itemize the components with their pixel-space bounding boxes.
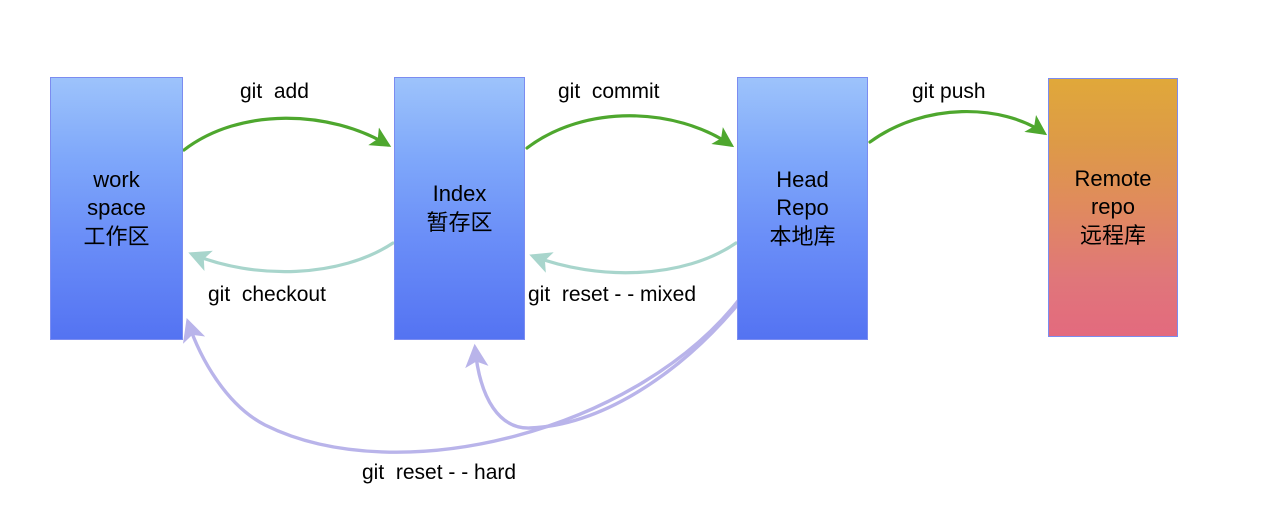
edge-git-add-path — [182, 116, 392, 152]
node-head-repo-line-2: Repo — [776, 195, 829, 221]
edge-git-commit-path — [525, 114, 735, 150]
edge-label-git-push: git push — [912, 80, 986, 103]
node-head-repo-line-1: Head — [776, 167, 829, 193]
node-head-repo-line-3: 本地库 — [769, 223, 836, 249]
node-remote-repo-line-2: repo — [1090, 194, 1136, 220]
node-remote-repo[interactable]: Remote repo 远程库 — [1048, 78, 1178, 337]
node-workspace-line-1: work — [93, 167, 140, 193]
edge-git-push-path — [868, 109, 1048, 144]
node-workspace-line-3: 工作区 — [83, 223, 150, 249]
node-index-line-1: Index — [432, 181, 487, 207]
edge-git-reset-mixed-path — [529, 241, 738, 275]
node-workspace-line-2: space — [87, 195, 146, 221]
node-index[interactable]: Index 暂存区 — [394, 77, 525, 340]
node-index-line-2: 暂存区 — [426, 209, 493, 235]
edge-git-checkout-path — [188, 241, 395, 274]
edge-label-git-add: git add — [240, 80, 309, 103]
node-head-repo[interactable]: Head Repo 本地库 — [737, 77, 868, 340]
node-remote-repo-line-1: Remote — [1074, 166, 1152, 192]
node-remote-repo-line-3: 远程库 — [1079, 222, 1146, 248]
node-workspace[interactable]: work space 工作区 — [50, 77, 183, 340]
edge-label-git-commit: git commit — [558, 80, 660, 103]
edge-label-git-checkout: git checkout — [208, 283, 326, 306]
edge-label-git-reset-mixed: git reset - - mixed — [528, 283, 697, 306]
edge-label-git-reset-hard: git reset - - hard — [362, 461, 517, 484]
